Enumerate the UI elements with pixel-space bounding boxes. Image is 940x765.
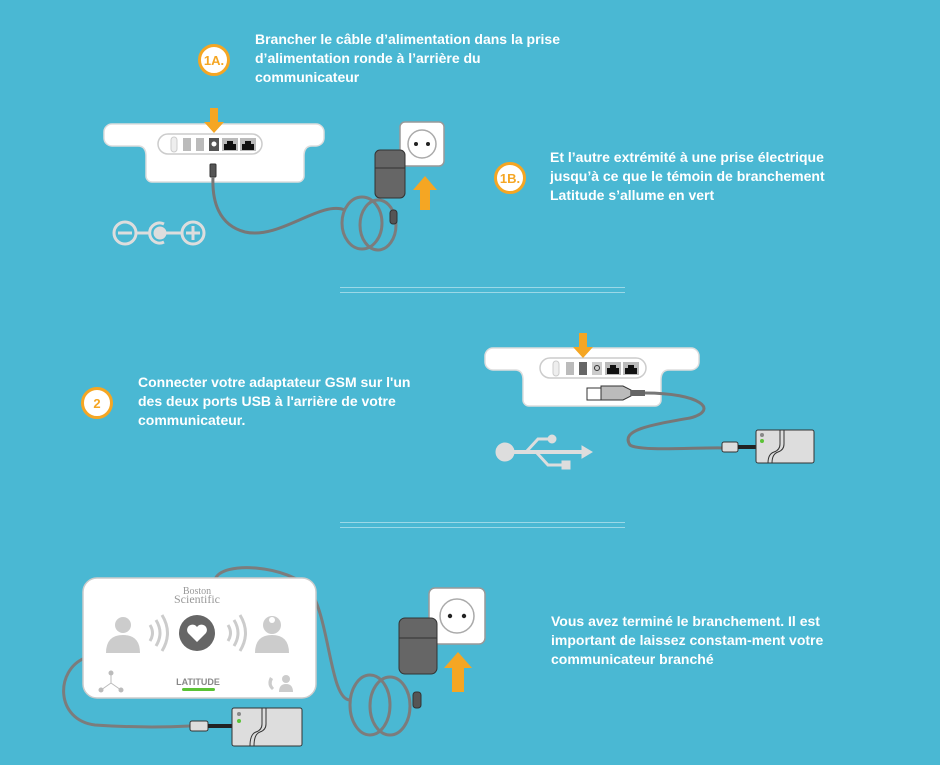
step-2-text: Connecter votre adaptateur GSM sur l'un … <box>138 374 411 428</box>
product-label: LATITUDE <box>176 677 220 687</box>
cable-coil <box>340 195 398 252</box>
step-badge-1b: 1B. <box>494 162 526 194</box>
status-led-bar <box>182 688 215 691</box>
separator <box>340 287 625 293</box>
usb-cable <box>626 391 726 451</box>
heart-icon <box>179 615 215 651</box>
usb-plug <box>586 385 645 401</box>
dc-plug <box>209 163 217 178</box>
communicator-front: Boston Scientific LATITUDE <box>82 577 317 699</box>
phone-doctor-icon <box>268 675 293 692</box>
patient-icon <box>106 617 140 653</box>
separator <box>340 522 625 528</box>
wall-socket-icon <box>428 587 486 645</box>
arrow-up-icon <box>413 176 437 210</box>
communicator-back-1 <box>103 123 325 183</box>
gsm-adapter-icon <box>231 707 303 747</box>
doctor-icon <box>255 616 289 653</box>
step-1a-text: Brancher le câble d’alimentation dans la… <box>255 31 560 85</box>
polarity-icon <box>112 220 206 246</box>
power-cable <box>211 176 346 235</box>
usb-icon <box>495 434 593 470</box>
gsm-adapter-icon <box>755 429 815 464</box>
arrow-down-icon <box>573 333 593 358</box>
step-badge-1a: 1A. <box>198 44 230 76</box>
brand-line1: Boston <box>183 586 211 597</box>
arrow-down-icon <box>204 108 224 133</box>
completion-text: Vous avez terminé le branchement. Il est… <box>551 613 824 667</box>
brand-line2: Scientific <box>174 592 220 606</box>
step-1b-text: Et l’autre extrémité à une prise électri… <box>550 149 825 203</box>
arrow-up-icon <box>444 652 472 692</box>
cable-coil <box>348 673 412 737</box>
communicator-back-2 <box>484 347 700 407</box>
network-icon <box>98 670 124 693</box>
gsm-cable-3 <box>62 656 191 729</box>
power-adapter-icon <box>374 149 406 199</box>
power-adapter-icon <box>398 617 438 675</box>
signal-waves-icon <box>148 614 247 652</box>
step-badge-2: 2 <box>81 387 113 419</box>
wall-socket-icon <box>399 121 445 167</box>
